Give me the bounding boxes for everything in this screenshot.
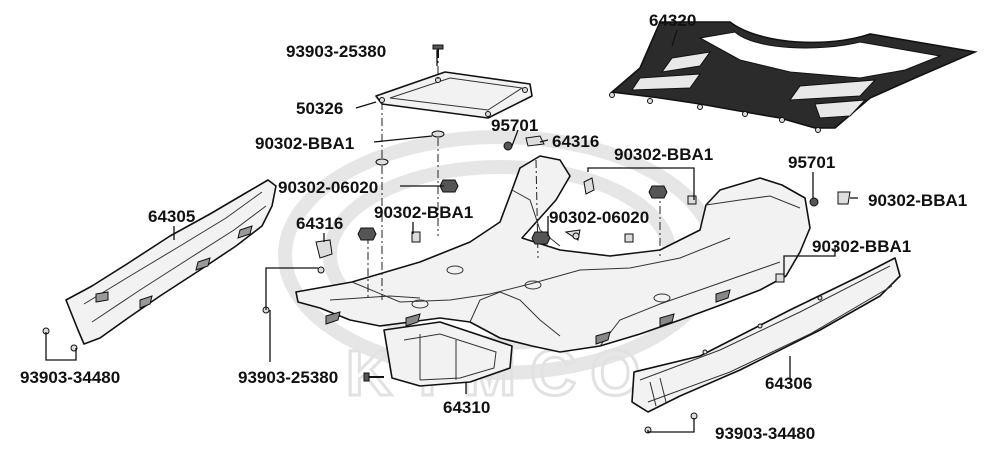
part-label-64306: 64306 [765,374,812,393]
hardware [42,44,851,434]
nut-icon [357,179,668,245]
bolt-icon [432,44,444,58]
part-label-95701-b: 95701 [788,153,835,172]
part-label-90302-bba1-c: 90302-BBA1 [374,203,473,222]
part-label-90302-bba1-e: 90302-BBA1 [812,237,911,256]
part-label-95701-a: 95701 [491,116,538,135]
part-label-64316-b: 64316 [296,214,343,233]
washer-icon [375,130,445,166]
floor-mat-64320 [609,21,978,133]
part-label-64310: 64310 [443,398,490,417]
part-label-93903-25380-top: 93903-25380 [286,42,386,61]
cover-plate-50326 [375,71,533,119]
part-label-64320: 64320 [649,11,696,30]
part-label-93903-25380-bottom: 93903-25380 [238,368,338,387]
left-side-panel-64305 [65,179,277,345]
part-label-93903-34480-left: 93903-34480 [20,368,120,387]
part-label-50326: 50326 [296,99,343,118]
part-label-90302-bba1-a: 90302-BBA1 [255,134,354,153]
part-label-90302-bba1-d: 90302-BBA1 [868,191,967,210]
lower-tray-64310 [383,321,513,387]
right-side-panel-64306 [631,257,901,413]
grommet-icon [315,135,819,274]
part-label-90302-bba1-b: 90302-BBA1 [614,145,713,164]
part-label-64305: 64305 [148,207,195,226]
part-label-64316-a: 64316 [552,132,599,151]
part-labels: 64320 93903-25380 50326 90302-BBA1 95701… [20,11,967,443]
part-label-90302-06020-a: 90302-06020 [278,178,378,197]
leader-lines [45,29,858,433]
part-label-90302-06020-b: 90302-06020 [549,208,649,227]
part-label-93903-34480-right: 93903-34480 [715,424,815,443]
